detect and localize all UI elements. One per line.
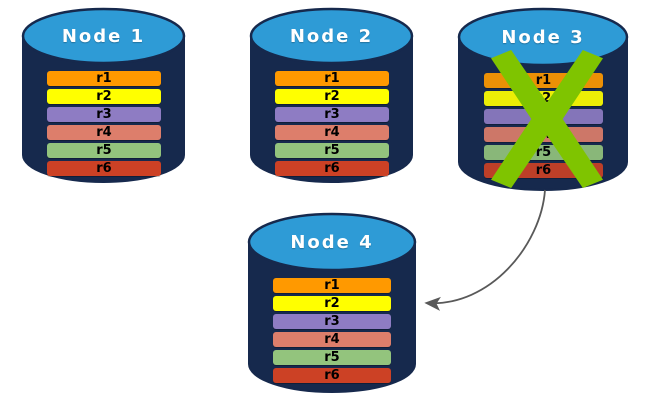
data-row: r6 bbox=[273, 368, 391, 383]
data-row: r5 bbox=[275, 143, 389, 158]
data-row-label: r3 bbox=[324, 314, 340, 329]
data-row: r4 bbox=[275, 125, 389, 140]
cylinder-top-ellipse bbox=[249, 7, 414, 65]
data-row: r3 bbox=[273, 314, 391, 329]
node-3-rows: r1 r2 r3 r4 r5 r6 bbox=[484, 73, 603, 178]
data-row-label: r5 bbox=[324, 143, 340, 158]
data-row-label: r4 bbox=[535, 127, 552, 142]
data-row-label: r2 bbox=[324, 89, 340, 104]
data-row-label: r1 bbox=[96, 71, 112, 86]
data-row-label: r1 bbox=[324, 278, 340, 293]
data-row: r5 bbox=[273, 350, 391, 365]
data-row: r1 bbox=[273, 278, 391, 293]
data-row: r4 bbox=[484, 127, 603, 142]
data-row-label: r3 bbox=[324, 107, 340, 122]
data-row: r1 bbox=[47, 71, 161, 86]
data-row: r4 bbox=[273, 332, 391, 347]
data-row-label: r2 bbox=[96, 89, 112, 104]
data-row: r3 bbox=[484, 109, 603, 124]
data-row-label: r5 bbox=[535, 145, 552, 160]
cylinder-top-ellipse bbox=[21, 7, 186, 65]
data-row: r5 bbox=[484, 145, 603, 160]
data-row: r2 bbox=[484, 91, 603, 106]
node-4-rows: r1 r2 r3 r4 r5 r6 bbox=[273, 278, 391, 383]
data-row: r1 bbox=[275, 71, 389, 86]
data-row: r6 bbox=[47, 161, 161, 176]
data-row: r2 bbox=[273, 296, 391, 311]
data-row-label: r1 bbox=[324, 71, 340, 86]
data-row-label: r4 bbox=[324, 125, 340, 140]
data-row-label: r6 bbox=[535, 163, 552, 178]
data-row: r2 bbox=[275, 89, 389, 104]
data-row-label: r5 bbox=[324, 350, 340, 365]
data-row-label: r6 bbox=[96, 161, 112, 176]
cylinder-top-ellipse bbox=[247, 212, 417, 272]
node-1-rows: r1 r2 r3 r4 r5 r6 bbox=[47, 71, 161, 176]
data-row-label: r3 bbox=[96, 107, 112, 122]
node-2-rows: r1 r2 r3 r4 r5 r6 bbox=[275, 71, 389, 176]
data-row: r6 bbox=[275, 161, 389, 176]
data-row-label: r6 bbox=[324, 161, 340, 176]
data-row: r3 bbox=[275, 107, 389, 122]
data-row-label: r6 bbox=[324, 368, 340, 383]
data-row: r4 bbox=[47, 125, 161, 140]
data-row-label: r1 bbox=[535, 73, 552, 88]
cylinder-top-ellipse bbox=[457, 7, 629, 67]
data-row: r2 bbox=[47, 89, 161, 104]
data-row-label: r2 bbox=[324, 296, 340, 311]
data-row-label: r5 bbox=[96, 143, 112, 158]
data-row: r5 bbox=[47, 143, 161, 158]
data-row-label: r3 bbox=[535, 109, 552, 124]
data-row-label: r2 bbox=[535, 91, 552, 106]
data-row-label: r4 bbox=[324, 332, 340, 347]
data-row-label: r4 bbox=[96, 125, 112, 140]
data-row: r1 bbox=[484, 73, 603, 88]
data-row: r6 bbox=[484, 163, 603, 178]
data-row: r3 bbox=[47, 107, 161, 122]
